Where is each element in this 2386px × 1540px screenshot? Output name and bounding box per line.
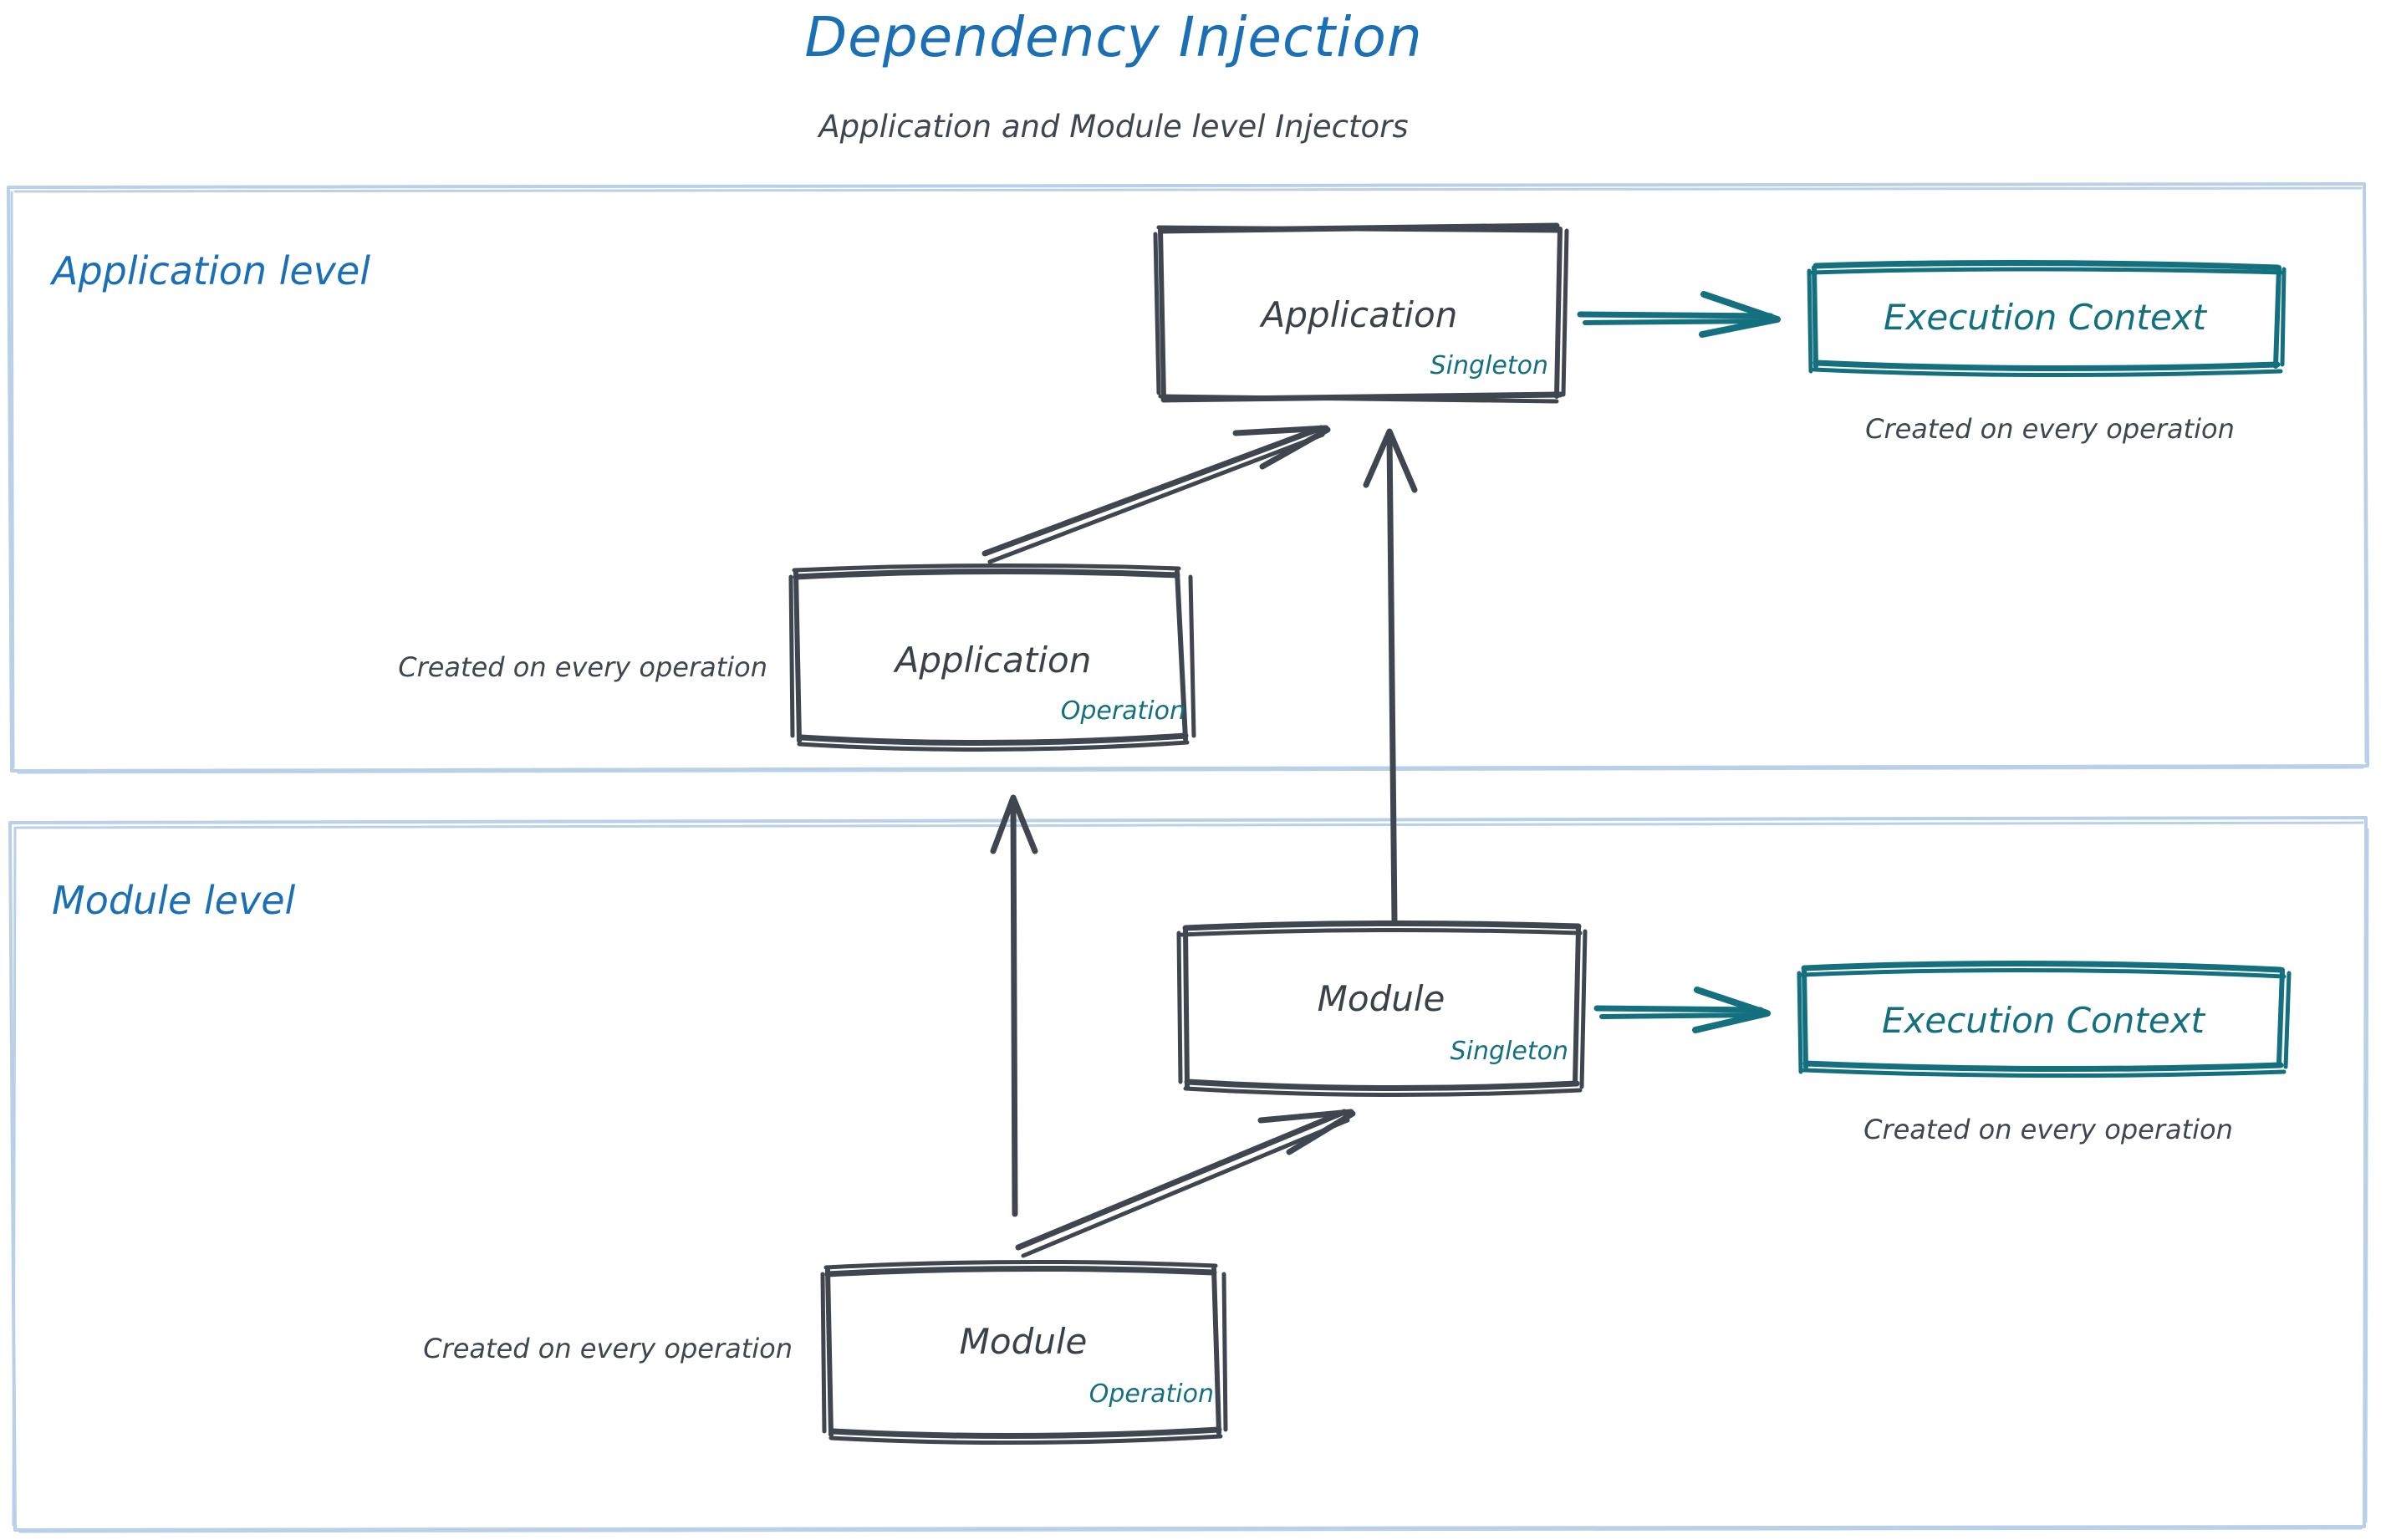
edge-module-singleton-to-application-singleton <box>1363 428 1418 925</box>
application-operation-title: Application <box>895 640 1092 681</box>
module-singleton-badge: Singleton <box>1450 1037 1568 1066</box>
module-execution-context-box[interactable] <box>1797 960 2292 1079</box>
application-execution-context-caption: Created on every operation <box>1865 413 2235 445</box>
section-label-application-level: Application level <box>52 248 371 293</box>
module-operation-title: Module <box>959 1321 1088 1362</box>
module-singleton-box[interactable] <box>1176 920 1588 1098</box>
module-level-frame <box>8 816 2369 1533</box>
application-level-frame <box>7 182 2369 774</box>
page-title: Dependency Injection <box>804 5 1423 69</box>
module-singleton-title: Module <box>1317 978 1445 1019</box>
application-operation-badge: Operation <box>1060 696 1185 726</box>
module-operation-badge: Operation <box>1088 1379 1214 1409</box>
application-execution-context-title: Execution Context <box>1883 297 2207 338</box>
application-operation-box[interactable] <box>788 563 1196 752</box>
edge-module-operation-to-application-operation <box>990 794 1038 1217</box>
edge-module-singleton-to-execution-context <box>1593 987 1771 1033</box>
module-execution-context-title: Execution Context <box>1881 1000 2205 1041</box>
application-singleton-badge: Singleton <box>1430 351 1548 380</box>
module-execution-context-caption: Created on every operation <box>1863 1114 2233 1145</box>
application-execution-context-box[interactable] <box>1807 259 2287 378</box>
edge-application-singleton-to-execution-context <box>1577 291 1781 338</box>
edge-application-operation-to-singleton <box>981 425 1331 564</box>
application-operation-caption: Created on every operation <box>398 651 767 683</box>
module-operation-caption: Created on every operation <box>423 1333 793 1364</box>
section-label-module-level: Module level <box>52 878 296 923</box>
module-operation-box[interactable] <box>820 1259 1228 1446</box>
page-subtitle: Application and Module level Injectors <box>818 109 1409 145</box>
application-singleton-box[interactable] <box>1153 222 1569 404</box>
edge-module-operation-to-module-singleton <box>1015 1109 1356 1258</box>
application-singleton-title: Application <box>1261 294 1458 335</box>
